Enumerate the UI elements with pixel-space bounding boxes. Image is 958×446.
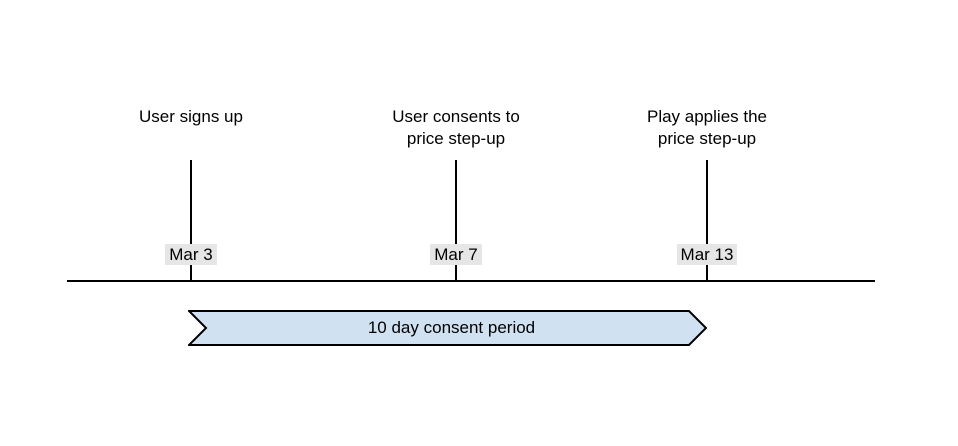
event-date-signup: Mar 3 — [111, 243, 271, 267]
consent-period-label: 10 day consent period — [367, 318, 536, 337]
event-date-text-apply: Mar 13 — [676, 244, 738, 265]
arrow-banner-shape — [188, 310, 707, 346]
event-date-text-signup: Mar 3 — [165, 244, 217, 265]
event-tick-signup — [190, 160, 192, 281]
consent-period-banner: 10 day consent period — [188, 310, 707, 346]
event-tick-apply — [706, 160, 708, 281]
event-label-signup: User signs up — [139, 107, 243, 126]
timeline-axis — [67, 280, 875, 282]
event-date-consent: Mar 7 — [376, 243, 536, 267]
event-label-apply: Play applies the price step-up — [646, 107, 768, 148]
event-label-consent: User consents to price step-up — [392, 107, 520, 148]
event-tick-consent — [455, 160, 457, 281]
event-date-text-consent: Mar 7 — [430, 244, 482, 265]
event-date-apply: Mar 13 — [627, 243, 787, 267]
